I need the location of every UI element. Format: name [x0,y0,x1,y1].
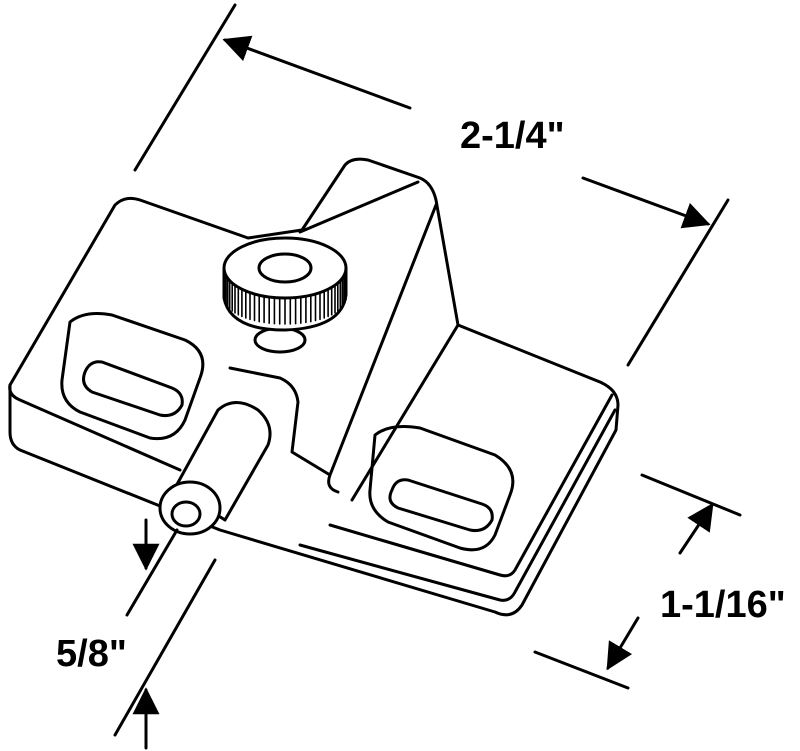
height-label: 1-1/16" [660,584,786,626]
length-dimension: 2-1/4" [133,3,730,367]
right-slot [368,425,515,552]
height-dimension: 1-1/16" [533,473,786,690]
base-top-edge [328,393,614,578]
thumb-screw [222,236,348,354]
bracket-part [8,157,620,617]
knurl-lines [223,267,347,325]
guide-pin [158,401,272,536]
base-front-edge [8,383,182,472]
pin-height-dimension: 5/8" [56,518,217,750]
ridge-side [350,323,460,502]
pin-height-label: 5/8" [56,633,127,675]
left-slot [60,312,205,441]
length-label: 2-1/4" [460,115,565,157]
base-right-edge [298,408,617,602]
center-ridge [228,180,438,494]
